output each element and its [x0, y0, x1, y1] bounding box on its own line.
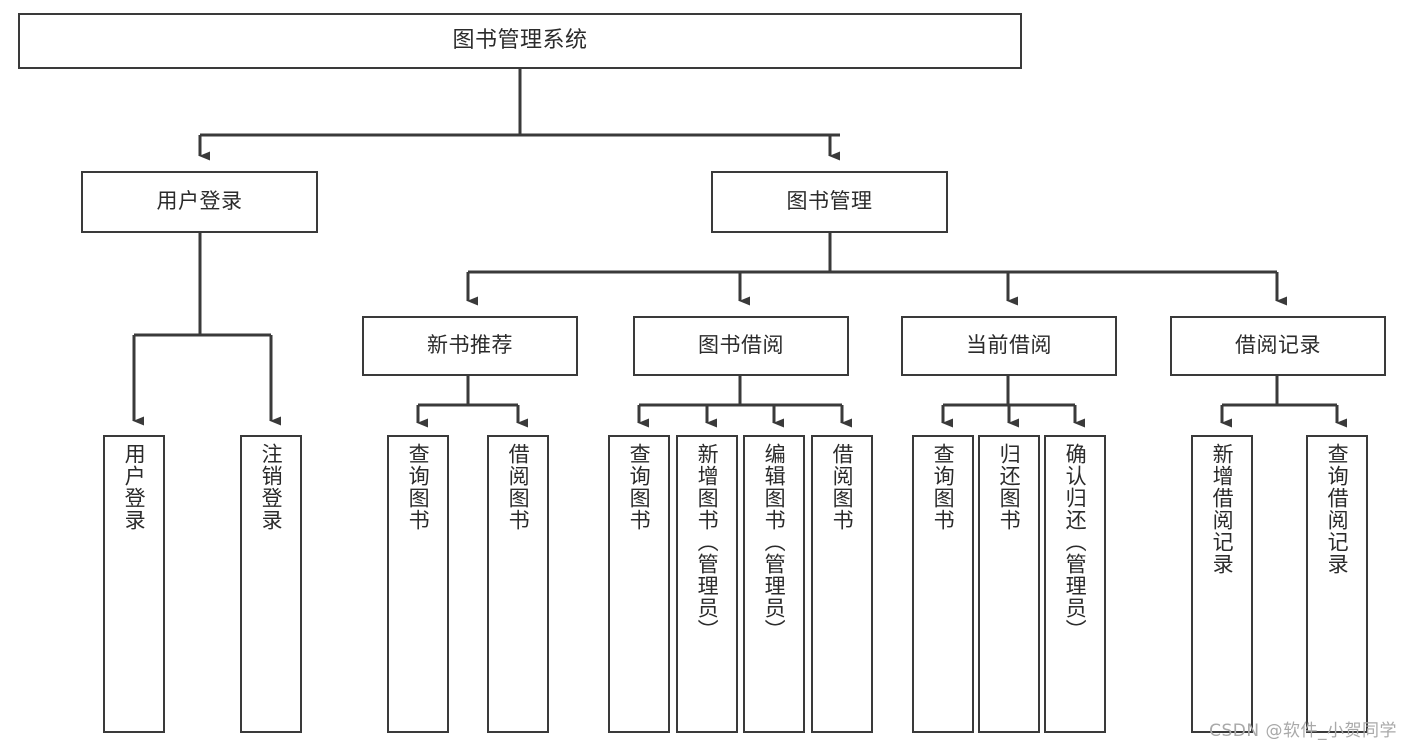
- node-leaf-borrow-book-1[interactable]: 借阅图书: [487, 435, 549, 733]
- node-leaf-add-record[interactable]: 新增借阅记录: [1191, 435, 1253, 733]
- node-leaf-query-record[interactable]: 查询借阅记录: [1306, 435, 1368, 733]
- node-book-manage-label: 图书管理: [786, 189, 873, 214]
- node-leaf-return-book-label: 归还图书: [997, 443, 1022, 531]
- node-leaf-confirm-return-label: 确认归还（管理员）: [1063, 443, 1088, 641]
- node-user-login-label: 用户登录: [156, 189, 243, 214]
- node-current-borrow[interactable]: 当前借阅: [901, 316, 1117, 376]
- node-book-borrow[interactable]: 图书借阅: [633, 316, 849, 376]
- node-leaf-confirm-return[interactable]: 确认归还（管理员）: [1044, 435, 1106, 733]
- node-leaf-query-book-2-label: 查询图书: [627, 443, 652, 531]
- watermark-text: CSDN @软件_小贺同学: [1209, 721, 1397, 741]
- node-leaf-query-book-2[interactable]: 查询图书: [608, 435, 670, 733]
- node-new-book-recommend[interactable]: 新书推荐: [362, 316, 578, 376]
- node-leaf-return-book[interactable]: 归还图书: [978, 435, 1040, 733]
- node-book-borrow-label: 图书借阅: [698, 333, 784, 358]
- node-root[interactable]: 图书管理系统: [18, 13, 1022, 69]
- node-leaf-borrow-book-2[interactable]: 借阅图书: [811, 435, 873, 733]
- node-leaf-query-book-1[interactable]: 查询图书: [387, 435, 449, 733]
- node-leaf-query-record-label: 查询借阅记录: [1325, 443, 1350, 575]
- node-borrow-record-label: 借阅记录: [1235, 333, 1321, 358]
- node-leaf-logout-label: 注销登录: [259, 443, 284, 531]
- node-user-login[interactable]: 用户登录: [81, 171, 318, 233]
- node-borrow-record[interactable]: 借阅记录: [1170, 316, 1386, 376]
- node-new-book-recommend-label: 新书推荐: [427, 333, 513, 358]
- node-leaf-user-login[interactable]: 用户登录: [103, 435, 165, 733]
- node-current-borrow-label: 当前借阅: [966, 333, 1052, 358]
- node-leaf-user-login-label: 用户登录: [122, 443, 147, 531]
- node-leaf-query-book-1-label: 查询图书: [406, 443, 431, 531]
- node-leaf-add-book-label: 新增图书（管理员）: [695, 443, 720, 641]
- node-leaf-edit-book[interactable]: 编辑图书（管理员）: [743, 435, 805, 733]
- node-root-label: 图书管理系统: [452, 27, 588, 53]
- node-leaf-add-book[interactable]: 新增图书（管理员）: [676, 435, 738, 733]
- node-leaf-borrow-book-1-label: 借阅图书: [506, 443, 531, 531]
- node-leaf-edit-book-label: 编辑图书（管理员）: [762, 443, 787, 641]
- node-leaf-query-book-3-label: 查询图书: [931, 443, 956, 531]
- node-leaf-query-book-3[interactable]: 查询图书: [912, 435, 974, 733]
- node-leaf-borrow-book-2-label: 借阅图书: [830, 443, 855, 531]
- node-leaf-logout[interactable]: 注销登录: [240, 435, 302, 733]
- node-leaf-add-record-label: 新增借阅记录: [1210, 443, 1235, 575]
- node-book-manage[interactable]: 图书管理: [711, 171, 948, 233]
